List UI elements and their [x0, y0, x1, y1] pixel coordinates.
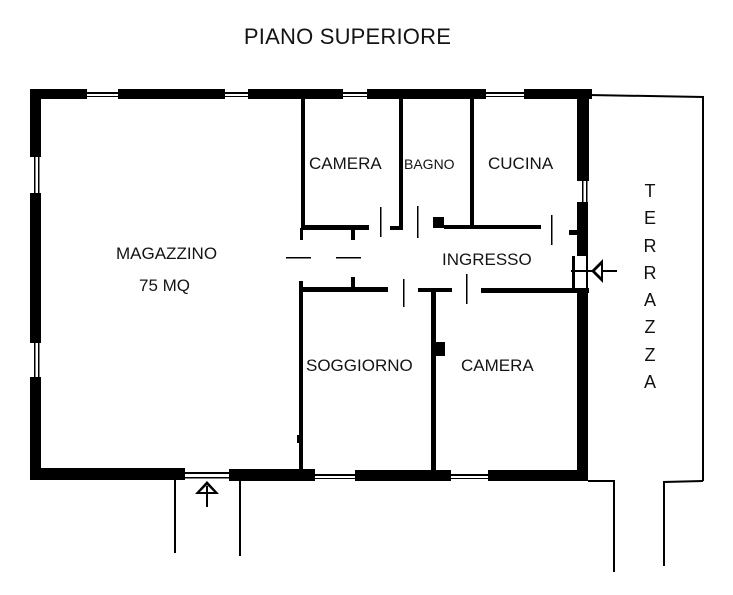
entrance-path: [174, 480, 241, 556]
terrazza-letter: R: [643, 262, 657, 283]
page-title: PIANO SUPERIORE: [0, 26, 733, 48]
terrazza-letter: T: [644, 181, 656, 201]
room-label-ingresso: INGRESSO: [442, 250, 532, 269]
terrazza-letter: A: [643, 372, 656, 393]
terrace-outline: [588, 94, 704, 572]
title-text: PIANO SUPERIORE: [243, 24, 452, 49]
terrazza-letter: R: [643, 235, 657, 256]
room-label-magazzino: MAGAZZINO: [116, 244, 218, 263]
left-arrow-icon: [571, 256, 617, 292]
terrazza-letter: A: [643, 290, 656, 311]
up-arrow-icon: [195, 481, 219, 507]
terrazza-letter: Z: [644, 344, 656, 365]
interior-walls: [286, 99, 589, 471]
room-label-cucina: CUCINA: [488, 154, 554, 173]
room-label-bagno: BAGNO: [404, 156, 455, 172]
room-label-terrazza: T E R R A Z Z A: [640, 178, 660, 396]
terrazza-letter: Z: [644, 317, 656, 338]
room-label-camera-bottom: CAMERA: [461, 356, 534, 375]
room-label-soggiorno: SOGGIORNO: [306, 356, 413, 375]
outer-walls: [30, 89, 592, 481]
room-label-camera-top: CAMERA: [309, 154, 382, 173]
room-area-magazzino: 75 MQ: [139, 276, 191, 295]
terrazza-letter: E: [643, 208, 656, 229]
